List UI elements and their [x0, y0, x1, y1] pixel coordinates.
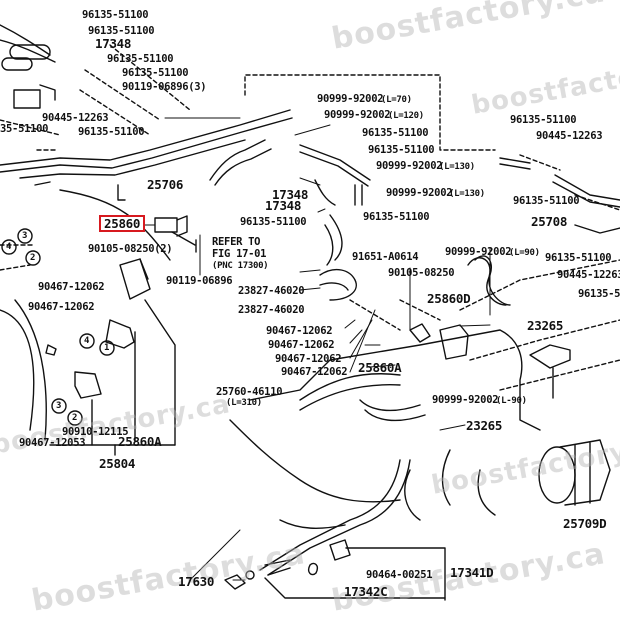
throttle-body-25709D — [529, 344, 611, 506]
part-label[interactable]: 90467-12062 — [281, 366, 348, 378]
part-label[interactable]: 17348 — [272, 187, 309, 202]
part-label[interactable]: 90910-12115 — [62, 426, 129, 438]
part-label[interactable]: 90999-92002 — [376, 160, 443, 172]
callout-number: 2 — [30, 253, 36, 263]
part-label[interactable]: 17342C — [344, 584, 388, 599]
highlighted-part-25860[interactable]: 25860 — [99, 215, 146, 232]
hoses-right — [467, 157, 620, 306]
part-label[interactable]: 25760-46110 — [216, 386, 283, 398]
part-label[interactable]: 17341D — [450, 565, 494, 580]
bracket-25804 — [45, 258, 176, 456]
part-label[interactable]: 90467-12062 — [28, 301, 95, 313]
part-label[interactable]: 23827-46020 — [238, 304, 305, 316]
part-label[interactable]: 25709D — [563, 516, 607, 531]
length-label: (L=310) — [226, 398, 262, 408]
part-label[interactable]: 90467-12062 — [266, 325, 333, 337]
part-label[interactable]: 25860D — [427, 291, 471, 306]
part-label[interactable]: 96135-51100 — [122, 67, 189, 79]
part-label[interactable]: 17348 — [95, 36, 132, 51]
pipe-assembly-25706 — [0, 109, 293, 201]
part-label[interactable]: 90999-92002 — [317, 93, 384, 105]
part-label[interactable]: 90445-12263 — [42, 112, 109, 124]
callout-number: 2 — [72, 413, 78, 423]
length-label: (L=130) — [439, 162, 475, 172]
part-label[interactable]: 90105-08250(2) — [88, 243, 173, 255]
part-label[interactable]: 96135-51100 — [513, 195, 580, 207]
part-label[interactable]: 90999-92002 — [432, 394, 499, 406]
length-label: (L=120) — [388, 111, 424, 121]
part-label[interactable]: 90105-08250 — [388, 267, 455, 279]
callout-number: 3 — [22, 231, 28, 241]
part-label[interactable]: 96135-51100 — [82, 9, 149, 21]
refer-note[interactable]: FIG 17-01 — [212, 248, 267, 260]
part-label[interactable]: 90119-06896 — [166, 275, 233, 287]
part-label[interactable]: 23265 — [527, 318, 564, 333]
part-label[interactable]: 90445-12263 — [536, 130, 603, 142]
leader-lines — [144, 117, 491, 581]
length-label: (L=70) — [381, 95, 412, 105]
part-label[interactable]: 90119-06896(3) — [122, 81, 207, 93]
part-label[interactable]: 25860A — [358, 360, 402, 375]
part-label[interactable]: 96135-51100 — [240, 216, 307, 228]
vsv-25860D — [409, 323, 469, 360]
length-label: (L-90) — [496, 396, 527, 406]
refer-note: REFER TO — [212, 236, 261, 248]
callout-number: 4 — [84, 336, 90, 346]
part-label[interactable]: 35-51100 — [0, 123, 49, 135]
hoses-center — [209, 139, 371, 301]
part-label[interactable]: 96135-51100 — [362, 127, 429, 139]
callout-number: 3 — [56, 401, 62, 411]
callout-number: 1 — [104, 343, 110, 353]
part-label[interactable]: 90999-92002 — [445, 246, 512, 258]
part-label[interactable]: 91651-A0614 — [352, 251, 419, 263]
part-label[interactable]: 90464-00251 — [366, 569, 433, 581]
part-label[interactable]: 23827-46020 — [238, 285, 305, 297]
part-label[interactable]: 17630 — [178, 574, 215, 589]
part-label[interactable]: 96135-51100 — [368, 144, 435, 156]
part-label[interactable]: 96135-51100 — [578, 288, 620, 300]
part-label[interactable]: 25860A — [118, 434, 162, 449]
part-label[interactable]: 96135-51100 — [363, 211, 430, 223]
part-label[interactable]: 25706 — [147, 177, 184, 192]
part-label[interactable]: 17348 — [265, 198, 302, 213]
dashed-guides — [0, 44, 496, 271]
part-label[interactable]: 90467-12062 — [38, 281, 105, 293]
part-label[interactable]: 96135-51100 — [88, 25, 155, 37]
part-label[interactable]: 25804 — [99, 456, 136, 471]
hose-harness-17341D — [224, 459, 446, 601]
part-label[interactable]: 90467-12053 — [19, 437, 86, 449]
part-label[interactable]: 90467-12062 — [275, 353, 342, 365]
hose-bundle-top-left — [0, 24, 56, 109]
part-label[interactable]: 96135-51100 — [107, 53, 174, 65]
part-label[interactable]: 96135-51100 — [510, 114, 577, 126]
part-label[interactable]: 25708 — [531, 214, 568, 229]
part-label[interactable]: 90445-12263 — [557, 269, 620, 281]
callout-number: 4 — [6, 242, 12, 252]
dashed-guides-right — [349, 154, 620, 391]
intake-manifold — [229, 329, 541, 521]
length-label: (L=90) — [509, 248, 540, 258]
length-label: (L=130) — [449, 189, 485, 199]
part-label[interactable]: 90999-92002 — [324, 109, 391, 121]
part-label[interactable]: 90999-92002 — [386, 187, 453, 199]
part-label[interactable]: 23265 — [466, 418, 503, 433]
part-label[interactable]: 96135-51100 — [545, 252, 612, 264]
part-label[interactable]: 96135-51100 — [78, 126, 145, 138]
refer-note: (PNC 17300) — [212, 261, 269, 271]
callout-circles — [1, 228, 115, 426]
part-label[interactable]: 90467-12062 — [268, 339, 335, 351]
engine-outline — [59, 189, 171, 261]
